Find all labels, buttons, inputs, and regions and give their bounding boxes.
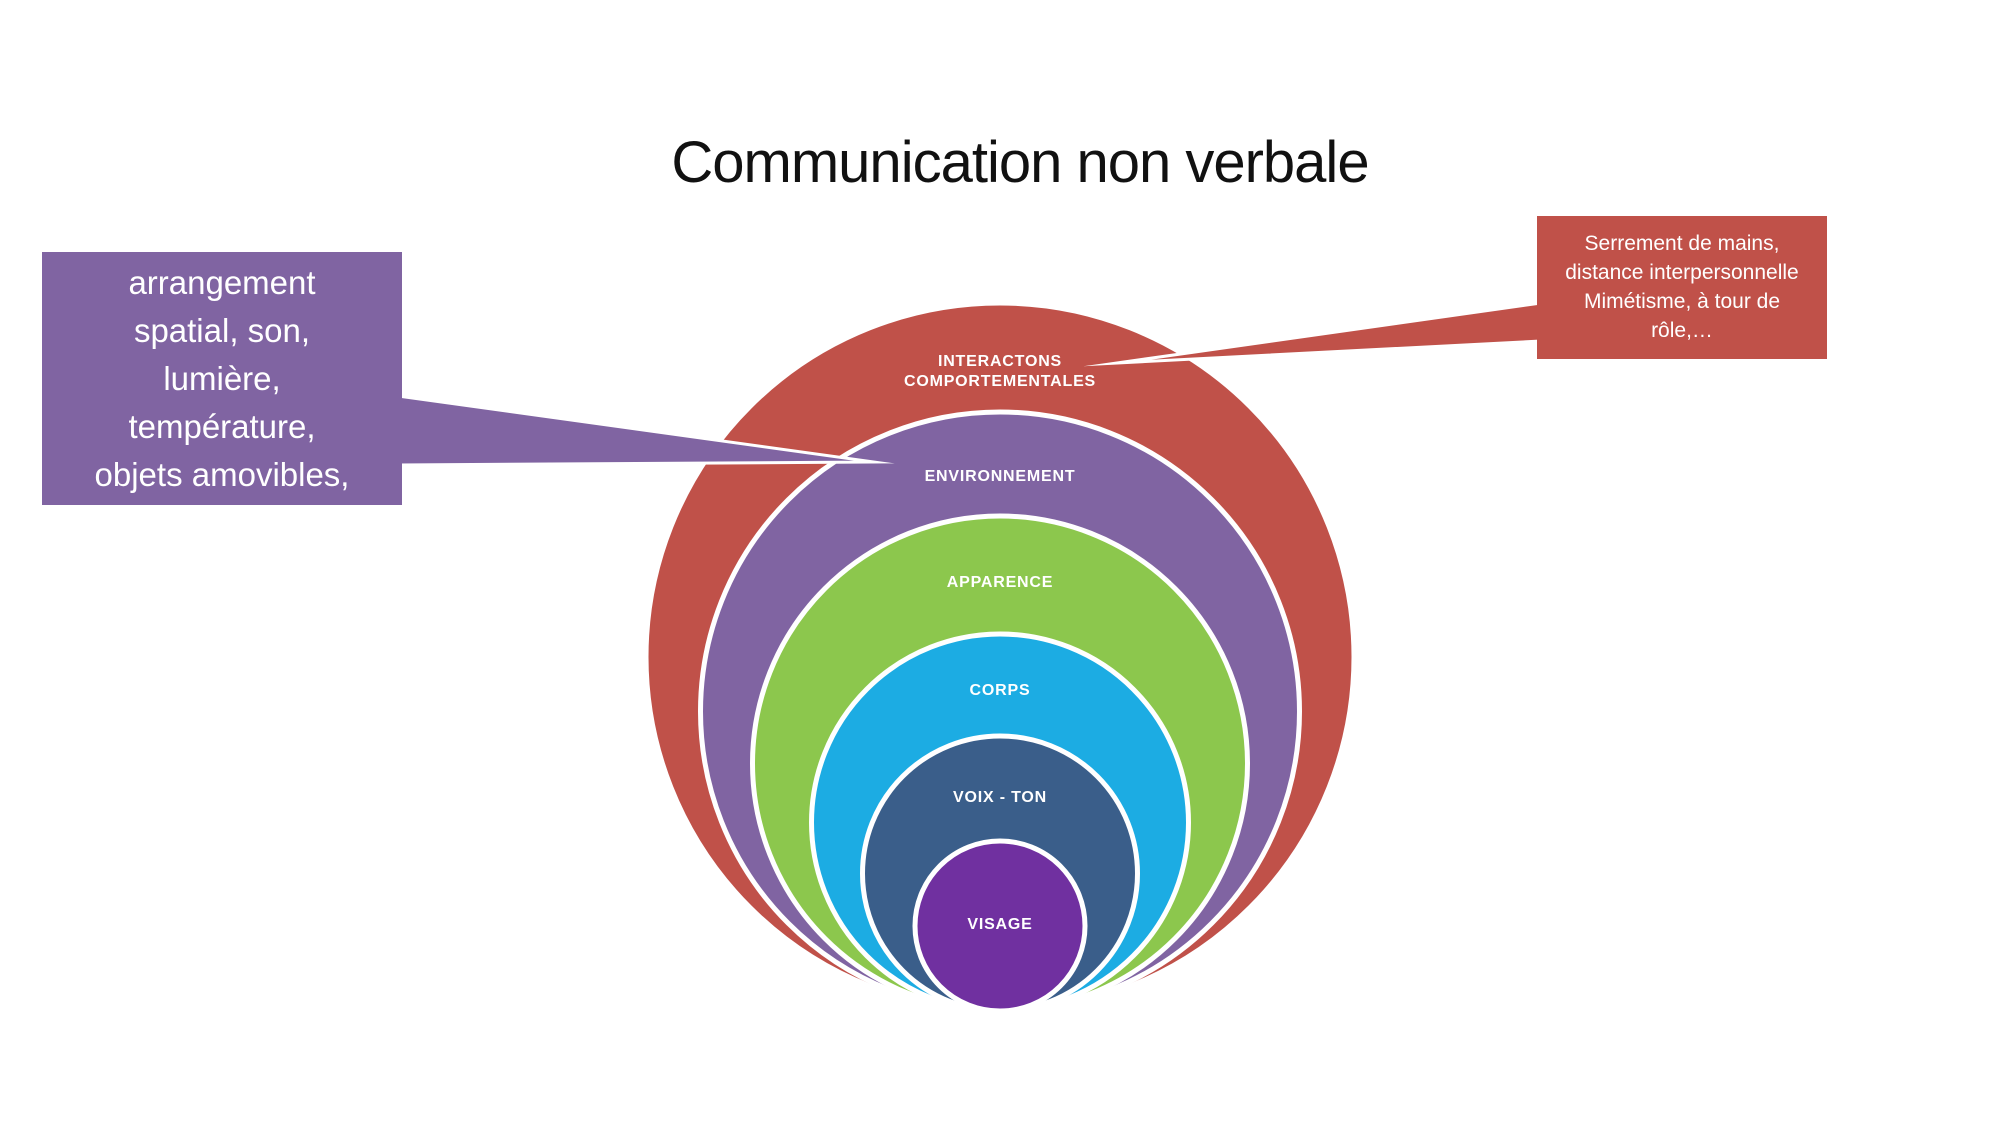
ring-label-apparence: APPARENCE [946, 574, 1054, 591]
ring-label-interactions: INTERACTONS COMPORTEMENTALES [903, 353, 1097, 390]
ring-label-voix-ton: VOIX - TON [953, 789, 1047, 806]
callout-left-line: température, [128, 408, 316, 445]
callout-right-line: Serrement de mains, [1584, 232, 1780, 255]
ring-label-environnement: ENVIRONNEMENT [924, 468, 1076, 485]
callout-right-line: distance interpersonnelle [1565, 261, 1799, 284]
callout-pointer-right [1083, 301, 1543, 367]
callout-box-environnement: arrangement spatial, son, lumière, tempé… [42, 252, 402, 505]
ring-label-corps: CORPS [969, 682, 1031, 699]
callout-right-line: rôle,… [1651, 319, 1713, 342]
callout-box-interactions: Serrement de mains, distance interperson… [1537, 216, 1827, 359]
slide-title: Communication non verbale [671, 130, 1369, 195]
callout-left-line: objets amovibles, [94, 456, 350, 493]
callout-left-line: arrangement [128, 264, 316, 301]
ring-label-visage: VISAGE [967, 916, 1033, 933]
callout-right-line: Mimétisme, à tour de [1583, 290, 1781, 313]
callout-left-line: spatial, son, [133, 312, 311, 349]
callout-left-line: lumière, [163, 360, 281, 397]
ring-circle-visage [912, 838, 1088, 1014]
